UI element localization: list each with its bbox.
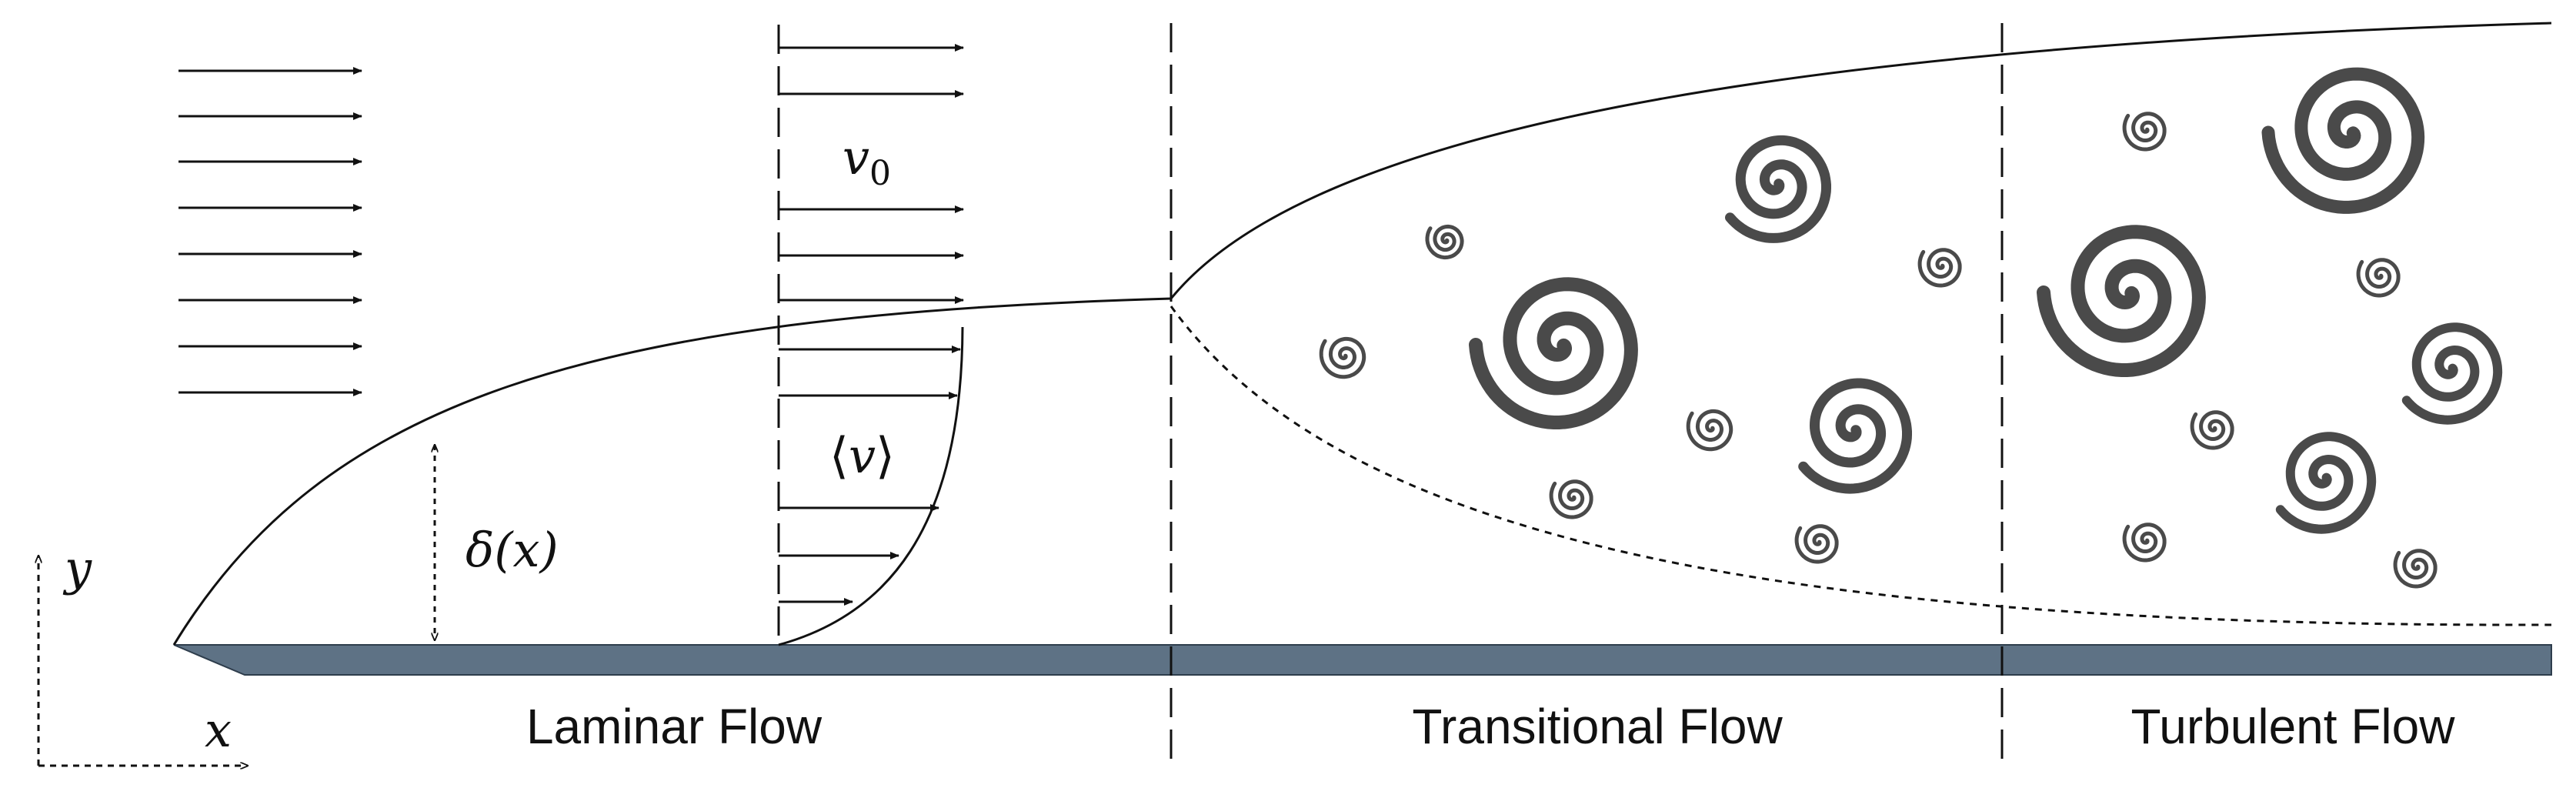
eddy-spiral	[1798, 378, 1912, 494]
laminar-boundary-layer-edge	[172, 297, 1172, 646]
viscous-sublayer-edge	[1170, 306, 2552, 626]
eddy-spiral	[1686, 409, 1733, 452]
y-axis-label: y	[62, 540, 92, 596]
free-stream-velocity-label: v0	[843, 129, 891, 193]
eddy-spiral	[2190, 410, 2234, 450]
eddy-spiral	[1469, 277, 1638, 429]
eddy-spiral	[1917, 248, 1962, 288]
eddy-spiral	[2037, 225, 2206, 377]
flat-plate	[173, 644, 2552, 676]
eddy-spiral	[2275, 432, 2377, 534]
region-label-transitional: Transitional Flow	[1412, 699, 1783, 754]
eddy-spiral	[2122, 523, 2167, 563]
mean-velocity-label: ⟨v⟩	[829, 428, 895, 485]
eddy-spiral	[2401, 322, 2503, 425]
eddy-spiral	[2393, 549, 2438, 589]
eddy-spiral	[2356, 258, 2401, 298]
boundary-layer-thickness-label: δ(x)	[465, 522, 559, 578]
velocity-profile-arrows	[779, 44, 964, 606]
eddy-spiral	[2122, 112, 2167, 152]
region-label-laminar: Laminar Flow	[526, 699, 823, 754]
eddy-spiral	[1725, 135, 1831, 243]
turbulent-boundary-layer-edge	[1170, 22, 2552, 299]
velocity-profile-curve	[778, 326, 964, 646]
free-stream-arrows	[179, 67, 362, 396]
coordinate-axes: x y	[38, 540, 248, 766]
eddy-spiral	[1549, 479, 1593, 519]
eddy-spiral	[2261, 67, 2425, 214]
turbulent-eddies	[1319, 67, 2503, 589]
region-label-turbulent: Turbulent Flow	[2131, 699, 2456, 754]
eddy-spiral	[1794, 524, 1839, 564]
eddy-spiral	[1319, 336, 1366, 379]
x-axis-label: x	[205, 702, 232, 758]
eddy-spiral	[1425, 224, 1464, 260]
